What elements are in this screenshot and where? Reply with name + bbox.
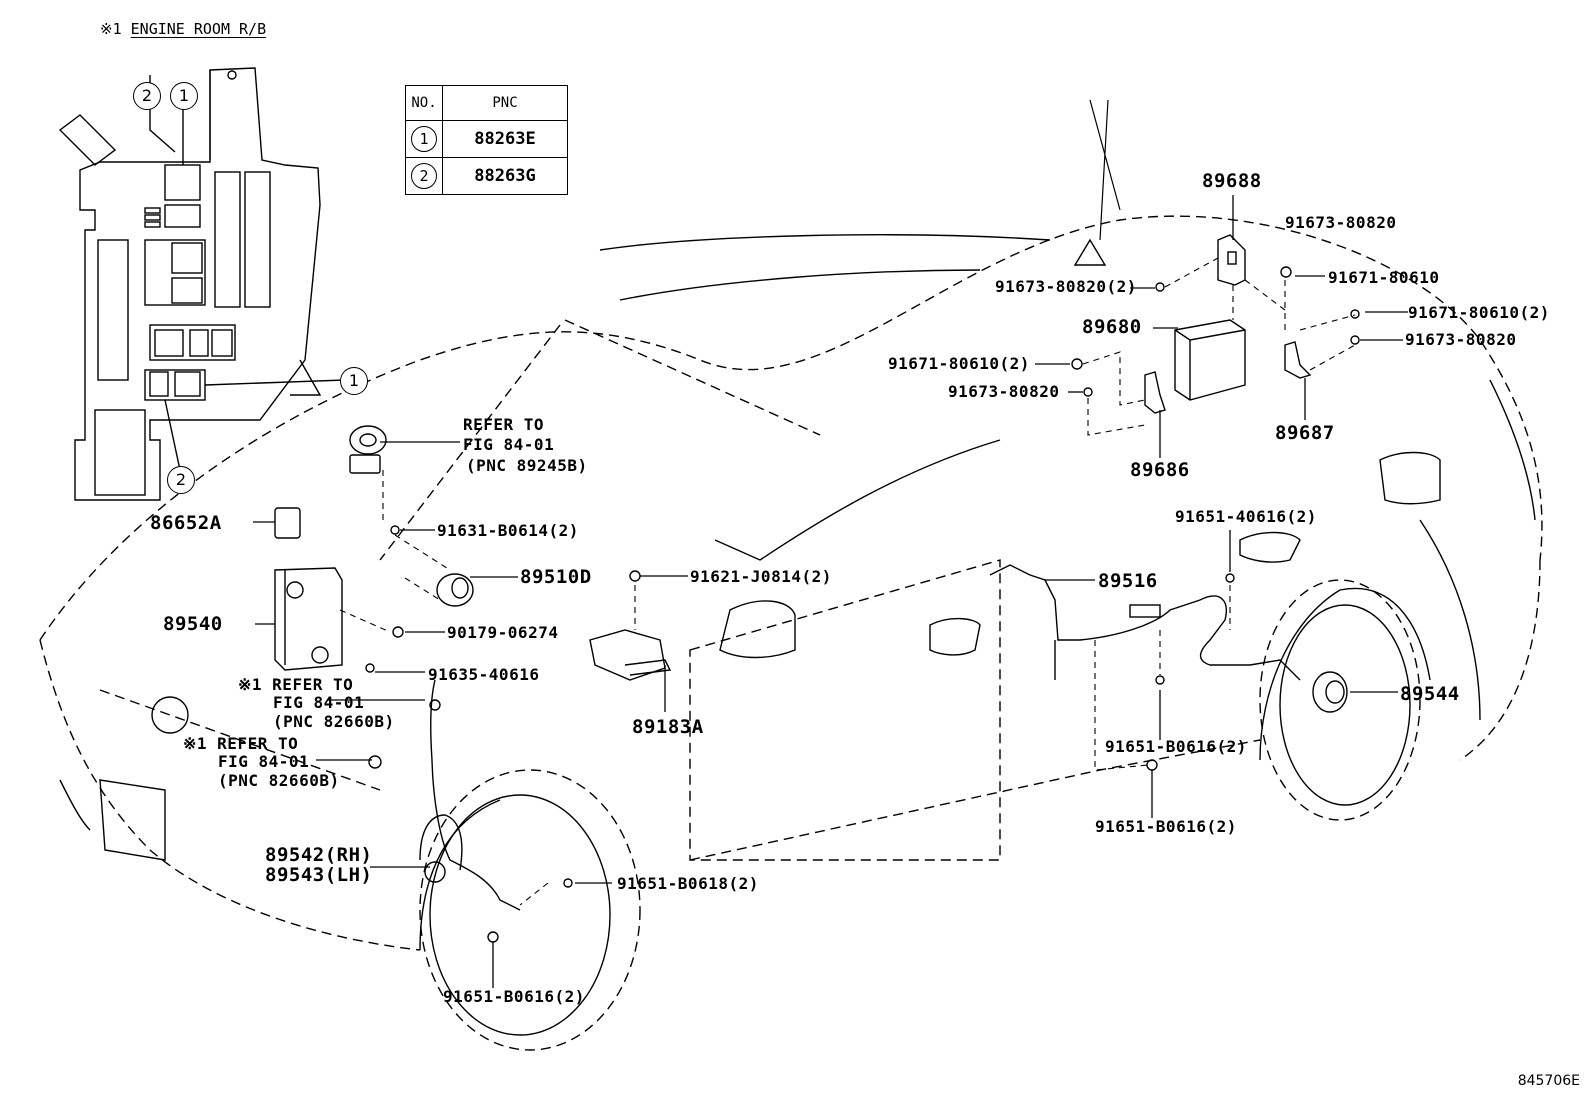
engine-room-relay-block (58, 67, 346, 501)
part-label-91631-b0614[interactable]: 91631-B0614(2) (437, 521, 579, 540)
part-label-89542-rh[interactable]: 89542(RH) (265, 844, 373, 866)
refer-82660b-b-line2: FIG 84-01 (218, 752, 310, 771)
refer-89245b-line2: FIG 84-01 (463, 435, 555, 454)
part-label-91651-b0616-front[interactable]: 91651-B0616(2) (443, 987, 585, 1006)
refer-82660b-a-line2: FIG 84-01 (273, 693, 365, 712)
part-89687-bracket (1284, 341, 1312, 379)
part-label-91673-80820-top[interactable]: 91673-80820 (1285, 213, 1397, 232)
header-no: NO. (405, 85, 443, 121)
part-label-86652a[interactable]: 86652A (150, 512, 222, 534)
part-label-91671-80610-2-right[interactable]: 91671-80610(2) (1408, 303, 1550, 322)
part-86652a (274, 507, 301, 539)
part-89542-front-harness (419, 679, 521, 911)
row-number-badge: 1 (411, 126, 437, 152)
part-label-91673-80820-right[interactable]: 91673-80820 (1405, 330, 1517, 349)
part-label-89540[interactable]: 89540 (163, 613, 223, 635)
figure-number: 845706E (1517, 1073, 1580, 1089)
part-label-91651-40616[interactable]: 91651-40616(2) (1175, 507, 1317, 526)
part-label-91671-80610-2-left[interactable]: 91671-80610(2) (888, 354, 1030, 373)
car-body-solid (59, 99, 1536, 861)
part-label-89544[interactable]: 89544 (1400, 683, 1460, 705)
part-89688-bracket (1217, 234, 1246, 286)
part-label-89680[interactable]: 89680 (1082, 316, 1142, 338)
part-89183a (589, 629, 672, 681)
part-label-89543-lh[interactable]: 89543(LH) (265, 864, 373, 886)
part-label-89183a[interactable]: 89183A (632, 716, 704, 738)
refer-82660b-b-line3[interactable]: (PNC 82660B) (218, 771, 340, 790)
guide-lines (339, 257, 1356, 906)
part-label-89516[interactable]: 89516 (1098, 570, 1158, 592)
pnc-table-header: NO. PNC (405, 85, 568, 121)
part-airbag-sensor (349, 425, 387, 474)
part-label-91635-40616[interactable]: 91635-40616 (428, 665, 540, 684)
part-89510d (436, 573, 474, 607)
part-label-90179-06274[interactable]: 90179-06274 (447, 623, 559, 642)
pnc-table: NO. PNC 1 88263E 2 88263G (405, 85, 568, 195)
refer-89245b-line1: REFER TO (463, 415, 545, 434)
part-label-91673-80820-2[interactable]: 91673-80820(2) (995, 277, 1137, 296)
part-89680-ecu (1174, 319, 1246, 401)
part-label-89510d[interactable]: 89510D (520, 566, 592, 588)
fasteners (365, 266, 1360, 943)
car-body-outline (39, 215, 1543, 951)
part-89686-bracket (1144, 371, 1166, 414)
part-label-89686[interactable]: 89686 (1130, 459, 1190, 481)
callout-2-top: 2 (133, 82, 161, 110)
row-pnc-value: 88263E (442, 120, 568, 158)
rear-wheel (1259, 579, 1431, 821)
part-label-91651-b0616-mid[interactable]: 91651-B0616(2) (1105, 737, 1247, 756)
part-label-91651-b0618[interactable]: 91651-B0618(2) (617, 874, 759, 893)
leader-lines (253, 195, 1408, 988)
refer-89245b-line3[interactable]: (PNC 89245B) (466, 456, 588, 475)
refer-82660b-b-line1: ※1 REFER TO (183, 734, 299, 753)
front-wheel (419, 769, 641, 1051)
callout-1-right: 1 (340, 367, 368, 395)
part-label-91673-80820-left[interactable]: 91673-80820 (948, 382, 1060, 401)
part-label-91671-80610[interactable]: 91671-80610 (1328, 268, 1440, 287)
title-text: ENGINE ROOM R/B (130, 20, 267, 38)
pnc-table-row: 2 88263G (405, 157, 568, 195)
refer-82660b-a-line1: ※1 REFER TO (238, 675, 354, 694)
pnc-table-row: 1 88263E (405, 120, 568, 158)
part-89516-harness (989, 564, 1301, 681)
refer-82660b-a-line3[interactable]: (PNC 82660B) (273, 712, 395, 731)
row-number-badge: 2 (411, 163, 437, 189)
part-label-89688[interactable]: 89688 (1202, 170, 1262, 192)
header-pnc: PNC (442, 85, 568, 121)
part-89544-rotor (1312, 671, 1348, 713)
callout-2-bottom: 2 (167, 466, 195, 494)
relay-block-title: ※1 ENGINE ROOM R/B (100, 20, 266, 38)
callout-1-top: 1 (170, 82, 198, 110)
part-label-89687[interactable]: 89687 (1275, 422, 1335, 444)
part-label-91651-b0616-low[interactable]: 91651-B0616(2) (1095, 817, 1237, 836)
part-89540-ecu (274, 567, 343, 671)
row-pnc-value: 88263G (442, 157, 568, 195)
part-label-91621-j0814[interactable]: 91621-J0814(2) (690, 567, 832, 586)
title-prefix: ※1 (100, 20, 122, 38)
